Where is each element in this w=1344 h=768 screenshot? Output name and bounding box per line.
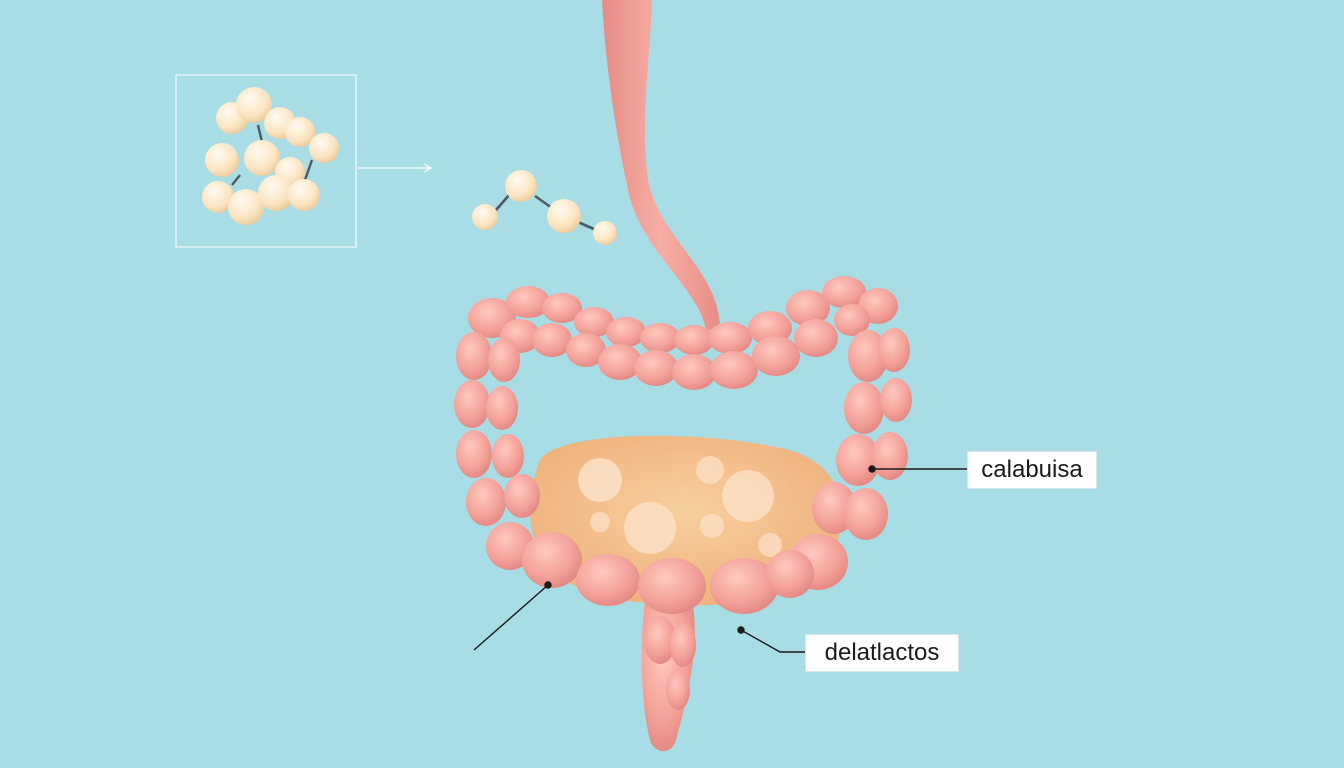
leader-line-bottom xyxy=(740,629,805,653)
molecule-chain xyxy=(472,170,617,245)
leader-line-left xyxy=(473,584,549,651)
rectum-tail xyxy=(641,600,696,752)
leader-dot-right xyxy=(868,465,876,473)
molecule-cluster xyxy=(202,87,339,225)
leader-dot-left xyxy=(544,581,552,589)
large-intestine xyxy=(454,276,912,614)
label-calabuisa: calabuisa xyxy=(967,451,1097,489)
esophagus xyxy=(602,0,720,330)
leader-dot-bottom xyxy=(737,626,745,634)
leader-lines xyxy=(473,465,967,653)
molecule-inset-panel xyxy=(175,74,433,248)
label-delatlactos: delatlactos xyxy=(805,634,959,672)
arrow-head-icon xyxy=(423,163,433,173)
